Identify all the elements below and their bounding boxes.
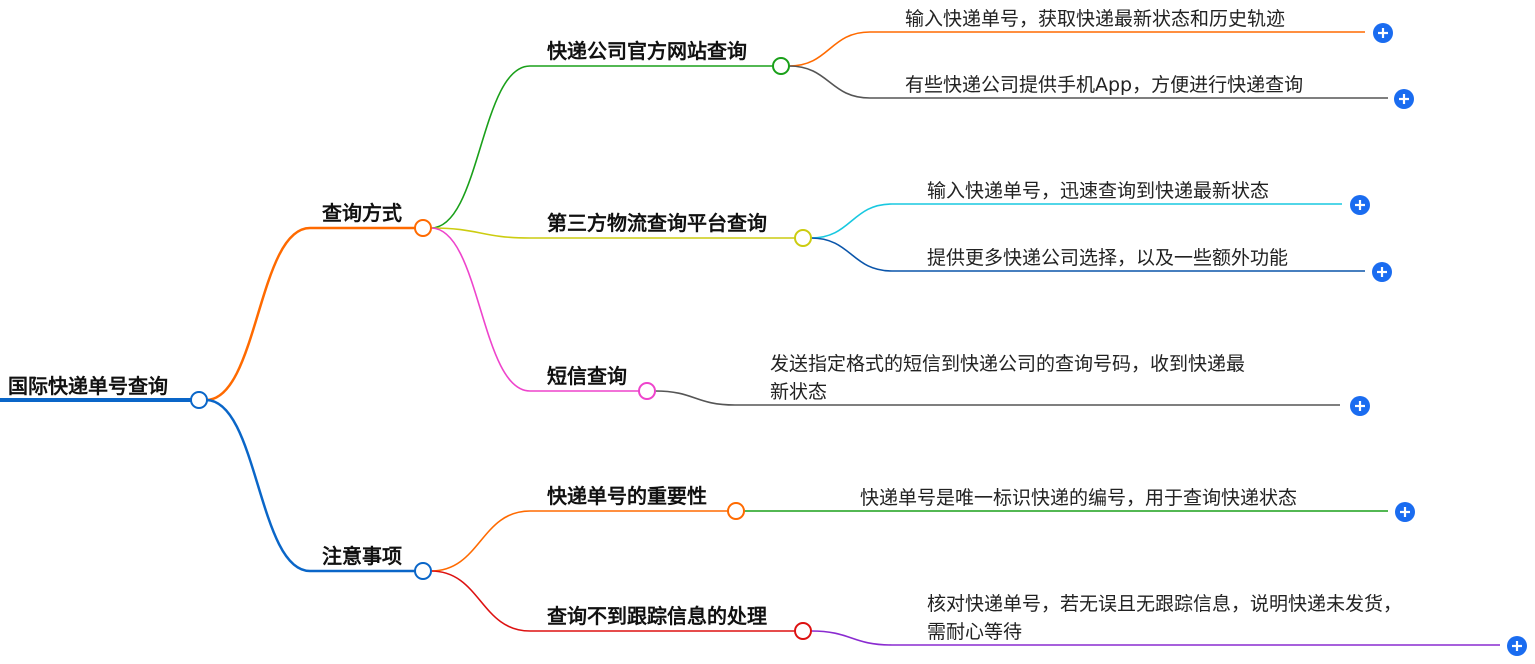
- topic-connector: [430, 510, 531, 572]
- topic-collapse-toggle[interactable]: [727, 502, 745, 520]
- leaf-connector: [788, 65, 871, 99]
- branch-connector: [205, 226, 311, 402]
- branch-collapse-toggle[interactable]: [414, 562, 432, 580]
- topic-node-label: 快递公司官方网站查询: [547, 39, 747, 63]
- root-collapse-toggle[interactable]: [190, 391, 208, 409]
- branch-node-label: 注意事项: [322, 544, 402, 568]
- branch-node-label: 查询方式: [322, 201, 402, 225]
- leaf-text: 有些快递公司提供手机App，方便进行快递查询: [905, 74, 1303, 96]
- leaf-text: 输入快递单号，迅速查询到快递最新状态: [927, 180, 1269, 202]
- leaf-connector: [654, 390, 736, 406]
- topic-collapse-toggle[interactable]: [638, 382, 656, 400]
- topic-node-label: 第三方物流查询平台查询: [547, 211, 767, 235]
- leaf-connector: [810, 203, 893, 239]
- topic-collapse-toggle[interactable]: [772, 57, 790, 75]
- plus-circle-icon[interactable]: [1395, 502, 1415, 522]
- leaf-text: 提供更多快递公司选择，以及一些额外功能: [927, 247, 1288, 269]
- branch-collapse-toggle[interactable]: [414, 219, 432, 237]
- topic-node-label: 查询不到跟踪信息的处理: [547, 604, 767, 628]
- leaf-text: 需耐心等待: [927, 621, 1022, 643]
- topic-connector: [430, 570, 531, 632]
- plus-circle-icon[interactable]: [1394, 89, 1414, 109]
- topic-connector: [430, 227, 531, 239]
- plus-circle-icon[interactable]: [1372, 262, 1392, 282]
- leaf-text: 核对快递单号，若无误且无跟踪信息，说明快递未发货，: [927, 593, 1402, 615]
- root-node-label: 国际快递单号查询: [8, 374, 168, 398]
- leaf-connector: [810, 237, 893, 272]
- plus-circle-icon[interactable]: [1373, 23, 1393, 43]
- topic-connector: [430, 227, 531, 392]
- topic-node-label: 短信查询: [547, 364, 627, 388]
- branch-connector: [205, 398, 311, 573]
- topic-node-label: 快递单号的重要性: [547, 484, 707, 508]
- topic-collapse-toggle[interactable]: [794, 229, 812, 247]
- leaf-connector: [810, 630, 893, 646]
- topic-collapse-toggle[interactable]: [794, 622, 812, 640]
- leaf-text: 发送指定格式的短信到快递公司的查询号码，收到快递最: [770, 353, 1245, 375]
- leaf-text: 输入快递单号，获取快递最新状态和历史轨迹: [905, 8, 1285, 30]
- leaf-text: 快递单号是唯一标识快递的编号，用于查询快递状态: [860, 487, 1297, 509]
- leaf-connector: [788, 31, 871, 67]
- topic-connector: [430, 65, 531, 229]
- plus-circle-icon[interactable]: [1350, 195, 1370, 215]
- plus-circle-icon[interactable]: [1507, 636, 1527, 656]
- plus-circle-icon[interactable]: [1350, 396, 1370, 416]
- leaf-text: 新状态: [770, 381, 827, 403]
